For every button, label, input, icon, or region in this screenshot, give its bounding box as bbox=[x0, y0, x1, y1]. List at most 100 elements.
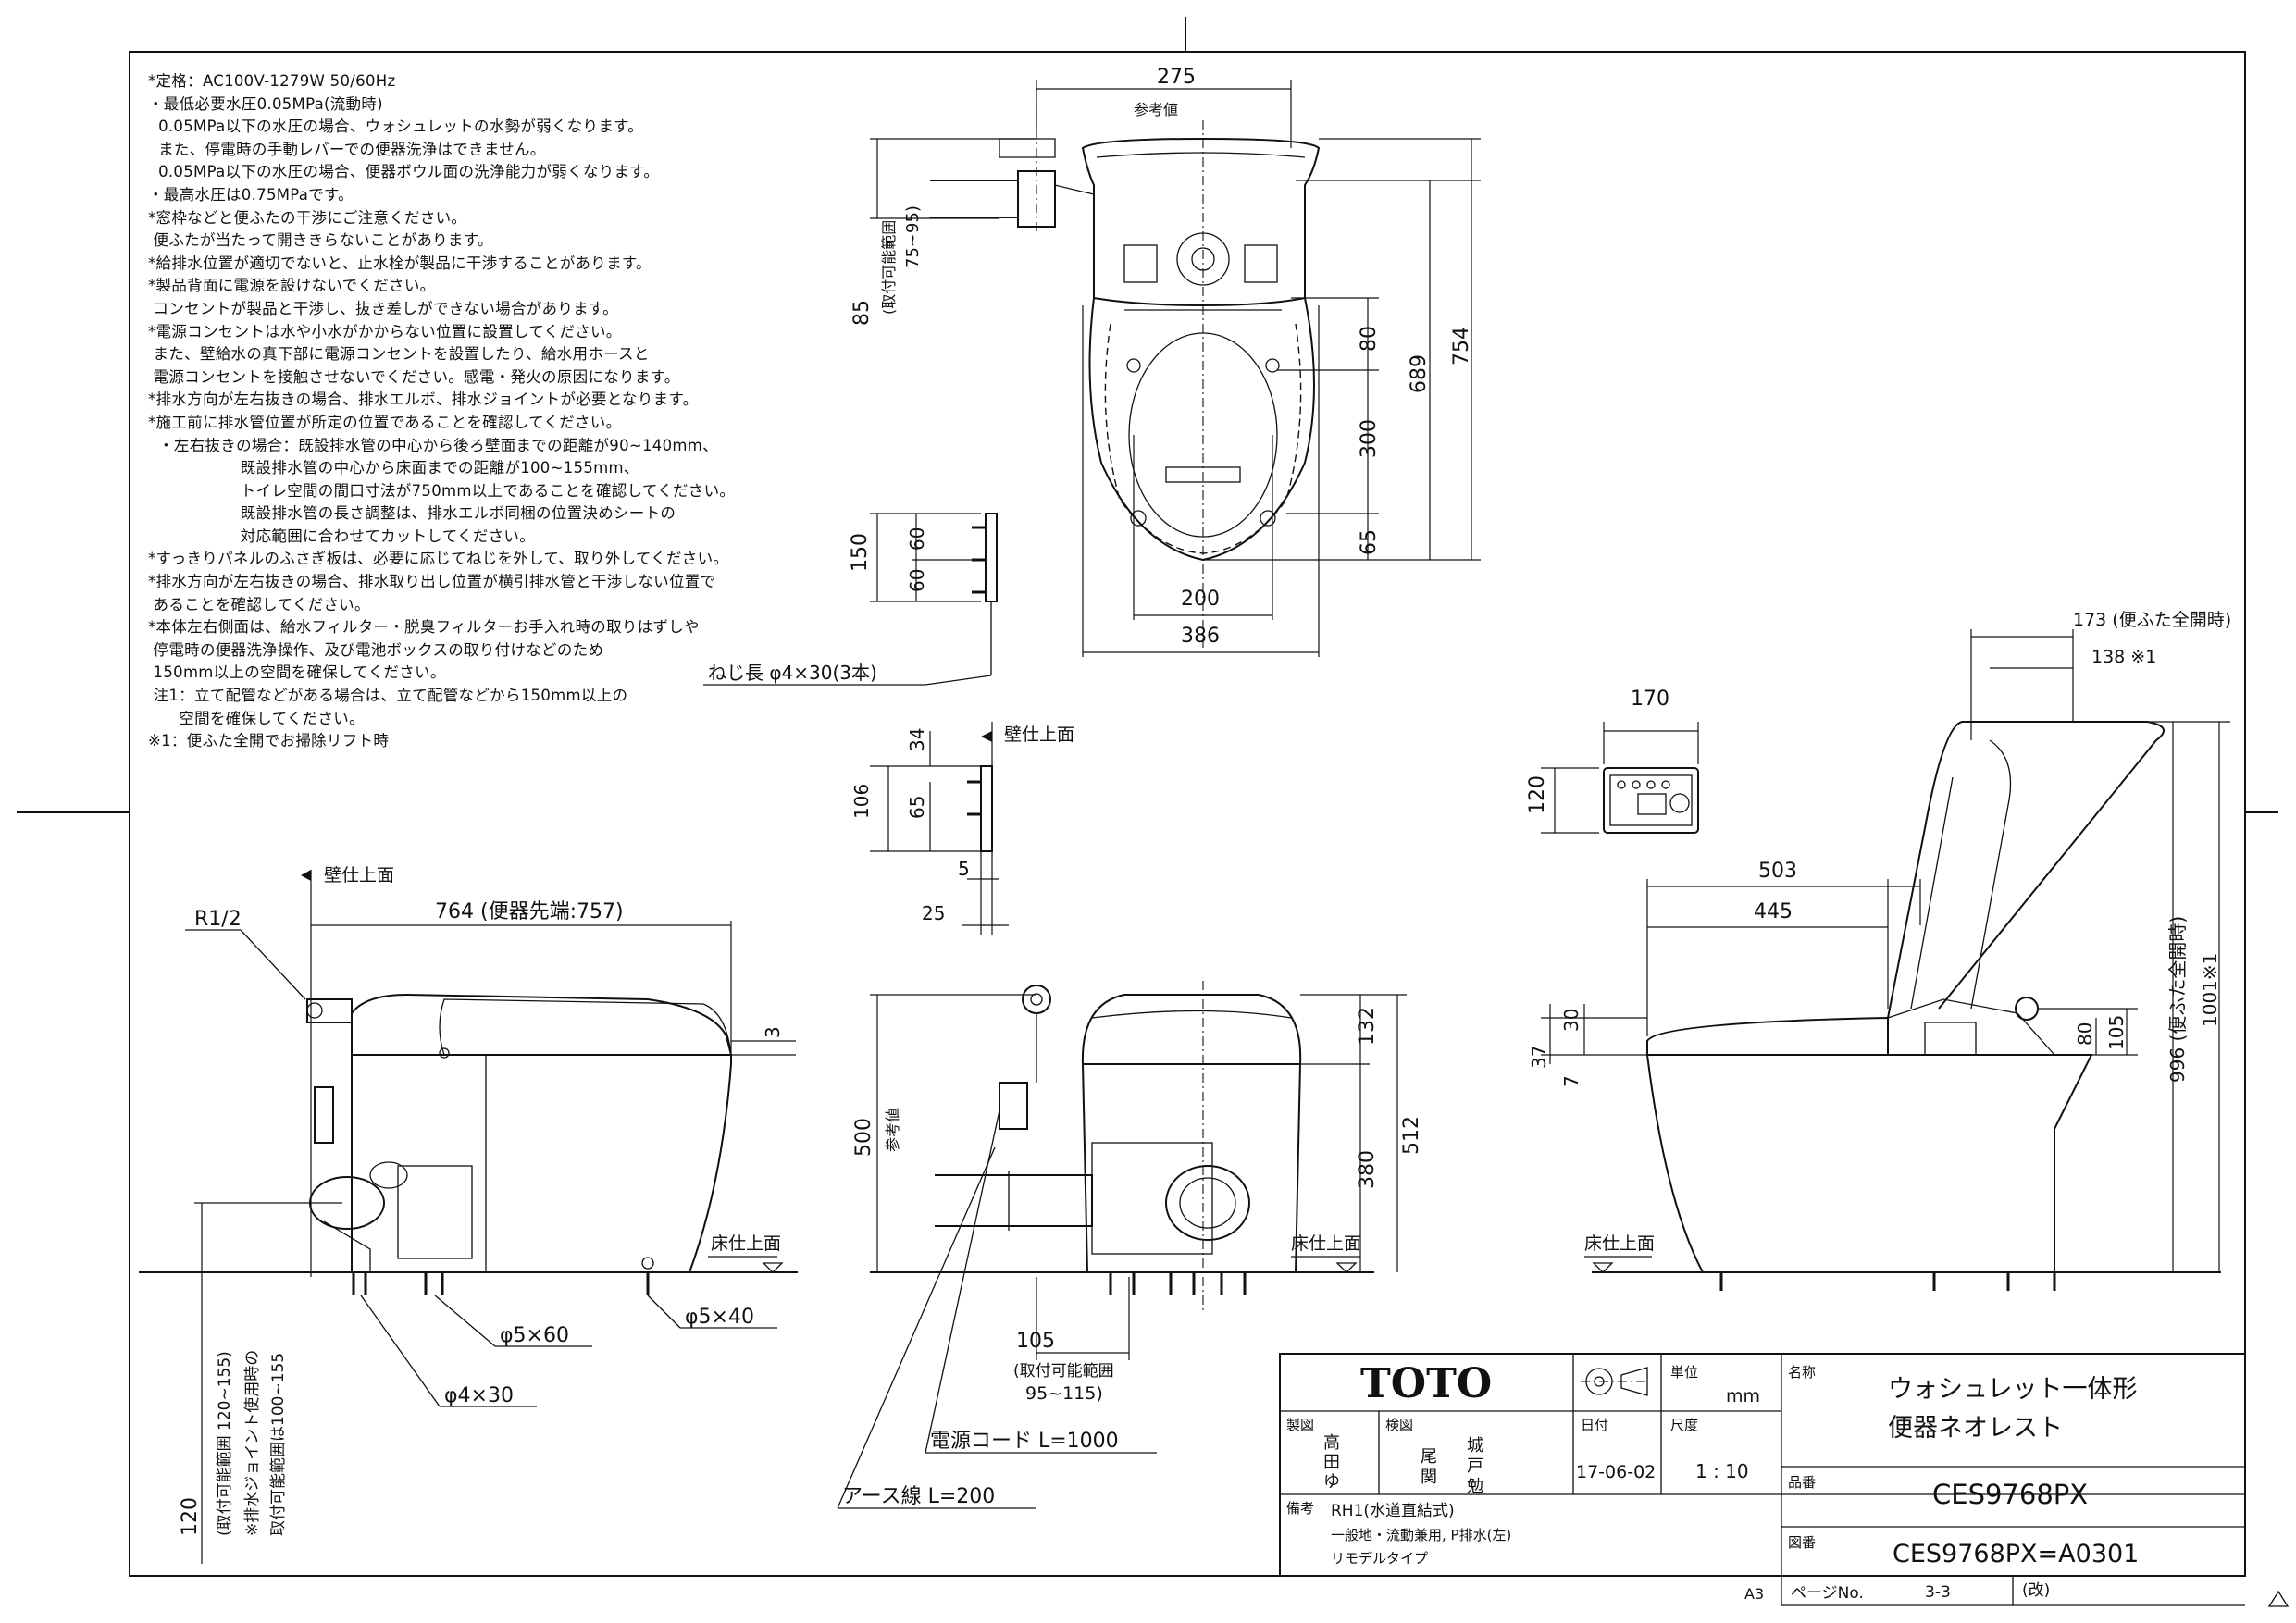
right-body bbox=[1645, 1054, 2093, 1273]
top-bolt-right bbox=[1265, 358, 1280, 373]
remote-outline bbox=[1603, 767, 1699, 834]
dim-754-text: 754 bbox=[1450, 327, 1473, 365]
front-lid bbox=[1081, 994, 1302, 1065]
note-line: *製品背面に電源を設けないでください。 bbox=[148, 277, 436, 295]
power-cord-leader bbox=[925, 1109, 1000, 1454]
note-line: 0.05MPa以下の水圧の場合、便器ボウル面の洗浄能力が弱くなります。 bbox=[148, 163, 660, 181]
dim-132-text: 132 bbox=[1356, 1007, 1379, 1046]
front-supply-knob bbox=[1030, 993, 1043, 1006]
dim-764-text: 764 (便器先端:757) bbox=[435, 900, 624, 923]
remote-btn-3 bbox=[1646, 780, 1656, 789]
range-text-3: 取付可能範囲は100~155 bbox=[269, 1353, 288, 1536]
dim-65b-text: 65 bbox=[906, 796, 928, 819]
top-panel-right bbox=[1244, 244, 1278, 283]
side-view: 壁仕上面 R1/2 764 (便器先端:757) 3 床仕 bbox=[139, 865, 798, 1564]
check-label: 検図 bbox=[1385, 1417, 1413, 1433]
side-floor-label: 床仕上面 bbox=[711, 1233, 781, 1254]
dim-85-text: 85 bbox=[850, 300, 874, 326]
dim-37-text: 37 bbox=[1528, 1046, 1550, 1069]
power-cord-label: 電源コード L=1000 bbox=[930, 1430, 1119, 1453]
drawing-label: 図番 bbox=[1788, 1534, 1816, 1551]
screw-5x40-label: φ5×40 bbox=[685, 1306, 754, 1329]
unit-label: 単位 bbox=[1670, 1364, 1698, 1381]
page-label: ページNo. bbox=[1791, 1584, 1864, 1603]
side-supply-knob bbox=[306, 1002, 323, 1019]
title-block: TOTO 単位 mm 名称 ウォシュレット一体形 便器ネオレスト 製図 高 田 … bbox=[1279, 1353, 2246, 1606]
bracket-view: 150 60 60 ねじ長 φ4×30(3本) bbox=[703, 513, 998, 686]
note-line: コンセントが製品と干渉し、抜き差しができない場合があります。 bbox=[148, 299, 618, 317]
check-1: 城 bbox=[1467, 1436, 1483, 1456]
side-supply-valve bbox=[306, 998, 353, 1023]
dim-3-text: 3 bbox=[762, 1026, 784, 1038]
remote-btn-1 bbox=[1617, 780, 1626, 789]
date-value: 17-06-02 bbox=[1576, 1462, 1656, 1482]
remarks-1: RH1(水道直結式) bbox=[1331, 1502, 1455, 1520]
dim-105-text: 105 bbox=[1016, 1330, 1055, 1353]
name-label: 名称 bbox=[1788, 1364, 1816, 1381]
screw-4x30-leader bbox=[360, 1295, 441, 1407]
dim-689-text: 689 bbox=[1408, 354, 1431, 393]
right-lid-open bbox=[1887, 721, 2165, 1019]
remarks-label: 備考 bbox=[1286, 1500, 1314, 1517]
front-power-box bbox=[999, 1082, 1028, 1130]
dim-170-text: 170 bbox=[1631, 688, 1669, 711]
check-2: 尾 bbox=[1421, 1447, 1437, 1467]
screw-5x40-leader bbox=[647, 1295, 681, 1329]
screw-label-leader bbox=[925, 675, 992, 686]
note-line: *窓枠などと便ふたの干渉にご注意ください。 bbox=[148, 208, 467, 227]
note-line: また、停電時の手動レバーでの便器洗浄はできません。 bbox=[148, 140, 546, 158]
note-line: あることを確認してください。 bbox=[148, 595, 370, 613]
wall-bracket-view: 壁仕上面 34 106 65 5 25 bbox=[850, 722, 1074, 935]
note-line: 対応範囲に合わせてカットしてください。 bbox=[148, 527, 536, 545]
dim-105r-text: 105 bbox=[2105, 1015, 2128, 1050]
dim-500-ref: 参考値 bbox=[884, 1108, 901, 1152]
remarks-3: リモデルタイプ bbox=[1331, 1550, 1428, 1567]
note-line: 注1：立て配管などがある場合は、立て配管などから150mm以上の bbox=[148, 687, 628, 705]
front-view: 500 参考値 132 380 512 床仕上面 105 (取付可能範囲 95~… bbox=[837, 981, 1423, 1509]
front-trap bbox=[1165, 1165, 1250, 1241]
name-line-2: 便器ネオレスト bbox=[1888, 1414, 2063, 1443]
right-lid-inner bbox=[1910, 776, 1954, 1010]
right-lid-back bbox=[1970, 739, 2012, 1010]
page-value: 3-3 bbox=[1925, 1583, 1951, 1602]
top-seat-outline bbox=[1088, 297, 1315, 562]
dim-996-text: 996 (便ふた全開時) bbox=[2166, 916, 2189, 1083]
screw-5x60-leader bbox=[434, 1295, 496, 1347]
note-line: *定格：AC100V-1279W 50/60Hz bbox=[148, 72, 396, 90]
note-line: *排水方向が左右抜きの場合、排水取り出し位置が横引排水管と干渉しない位置で bbox=[148, 573, 716, 591]
screw-4x30-label: φ4×30 bbox=[444, 1384, 514, 1407]
right-seat bbox=[1646, 1016, 1889, 1055]
wall-surface-arrow bbox=[981, 731, 992, 742]
dim-25-text: 25 bbox=[922, 902, 945, 924]
dim-60b-text: 60 bbox=[906, 569, 928, 592]
side-front-bolt bbox=[641, 1257, 654, 1270]
dim-34-text: 34 bbox=[906, 728, 928, 751]
part-label: 品番 bbox=[1788, 1474, 1816, 1491]
date-label: 日付 bbox=[1581, 1417, 1608, 1433]
check-4: 関 bbox=[1421, 1468, 1437, 1487]
right-floor-symbol bbox=[1592, 1262, 1614, 1273]
top-supply-fitting bbox=[999, 138, 1056, 158]
top-supply-pipe bbox=[930, 180, 1019, 218]
dim-512-text: 512 bbox=[1400, 1116, 1423, 1155]
top-foot-left bbox=[1130, 510, 1147, 527]
note-line: 停電時の便器洗浄操作、及び電池ボックスの取り付けなどのため bbox=[148, 640, 604, 659]
note-line: 既設排水管の長さ調整は、排水エルボ同梱の位置決めシートの bbox=[148, 504, 676, 523]
dim-275-ref: 参考値 bbox=[1134, 101, 1178, 118]
dim-150-text: 150 bbox=[849, 533, 872, 572]
note-line: *排水方向が左右抜きの場合、排水エルボ、排水ジョイントが必要となります。 bbox=[148, 390, 699, 409]
note-line: *すっきりパネルのふさぎ板は、必要に応じてねじを外して、取り外してください。 bbox=[148, 550, 729, 568]
draft-1: 高 bbox=[1323, 1433, 1340, 1453]
side-drain-pipe bbox=[323, 1220, 371, 1272]
top-foot-right bbox=[1260, 510, 1276, 527]
side-body bbox=[351, 1054, 732, 1273]
scale-label: 尺度 bbox=[1670, 1417, 1698, 1433]
note-line: 空間を確保してください。 bbox=[148, 709, 365, 727]
note-line: *施工前に排水管位置が所定の位置であることを確認してください。 bbox=[148, 413, 622, 431]
dim-120-text: 120 bbox=[179, 1497, 202, 1536]
note-line: 150mm以上の空間を確保してください。 bbox=[148, 663, 446, 682]
remote-btn-2 bbox=[1632, 780, 1641, 789]
rev-label: (改) bbox=[2022, 1581, 2050, 1600]
check-5: 勉 bbox=[1467, 1477, 1483, 1496]
top-supply-hose bbox=[1054, 184, 1095, 195]
